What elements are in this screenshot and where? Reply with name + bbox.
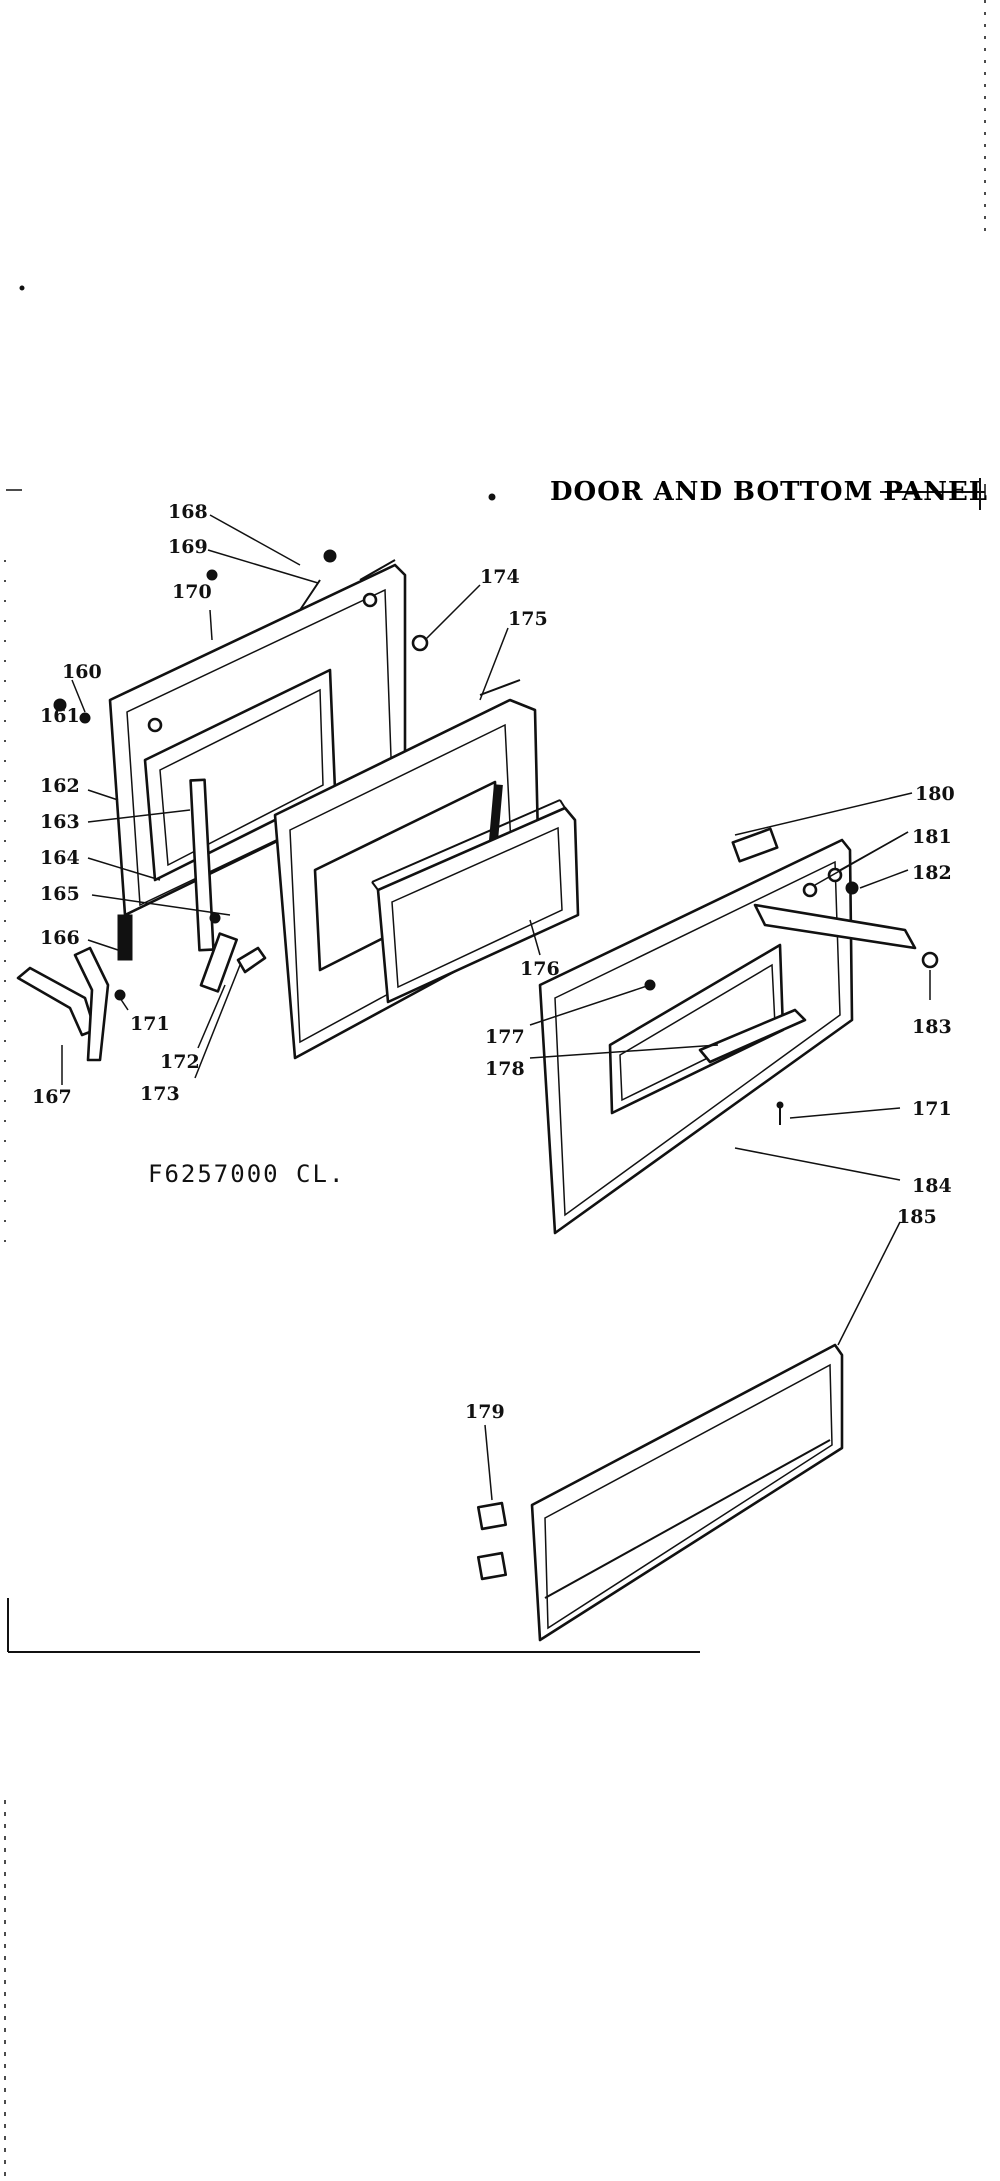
callout-183: 183 bbox=[912, 1016, 952, 1038]
callout-166: 166 bbox=[40, 927, 80, 949]
diagram-title: DOOR AND BOTTOM PANEL bbox=[550, 477, 988, 507]
bottom-panel bbox=[476, 1343, 844, 1642]
front-door bbox=[538, 827, 939, 1235]
callout-162: 162 bbox=[40, 775, 80, 797]
callout-174: 174 bbox=[480, 566, 520, 588]
callouts: 160 161 162 163 164 165 166 167 168 169 … bbox=[32, 501, 955, 1423]
scan-borders bbox=[4, 0, 986, 2181]
callout-176: 176 bbox=[520, 958, 560, 980]
callout-163: 163 bbox=[40, 811, 80, 833]
callout-185: 185 bbox=[897, 1206, 937, 1228]
callout-165: 165 bbox=[40, 883, 80, 905]
callout-172: 172 bbox=[160, 1051, 200, 1073]
callout-179: 179 bbox=[465, 1401, 505, 1423]
callout-177: 177 bbox=[485, 1026, 525, 1048]
callout-170: 170 bbox=[172, 581, 212, 603]
callout-184: 184 bbox=[912, 1175, 952, 1197]
callout-167: 167 bbox=[32, 1086, 72, 1108]
callout-181: 181 bbox=[912, 826, 952, 848]
leader-lines bbox=[61, 514, 931, 1501]
callout-178: 178 bbox=[485, 1058, 525, 1080]
callout-164: 164 bbox=[40, 847, 80, 869]
glass-pack bbox=[371, 799, 580, 1004]
callout-161: 161 bbox=[40, 705, 80, 727]
callout-180: 180 bbox=[915, 783, 955, 805]
model-code: F6257000 CL. bbox=[148, 1160, 345, 1188]
callout-171-right: 171 bbox=[912, 1098, 952, 1120]
callout-173: 173 bbox=[140, 1083, 180, 1105]
callout-175: 175 bbox=[508, 608, 548, 630]
callout-182: 182 bbox=[912, 862, 952, 884]
callout-160: 160 bbox=[62, 661, 102, 683]
callout-171-left: 171 bbox=[130, 1013, 170, 1035]
callout-169: 169 bbox=[168, 536, 208, 558]
hinge-assembly bbox=[16, 549, 429, 1062]
callout-168: 168 bbox=[168, 501, 208, 523]
